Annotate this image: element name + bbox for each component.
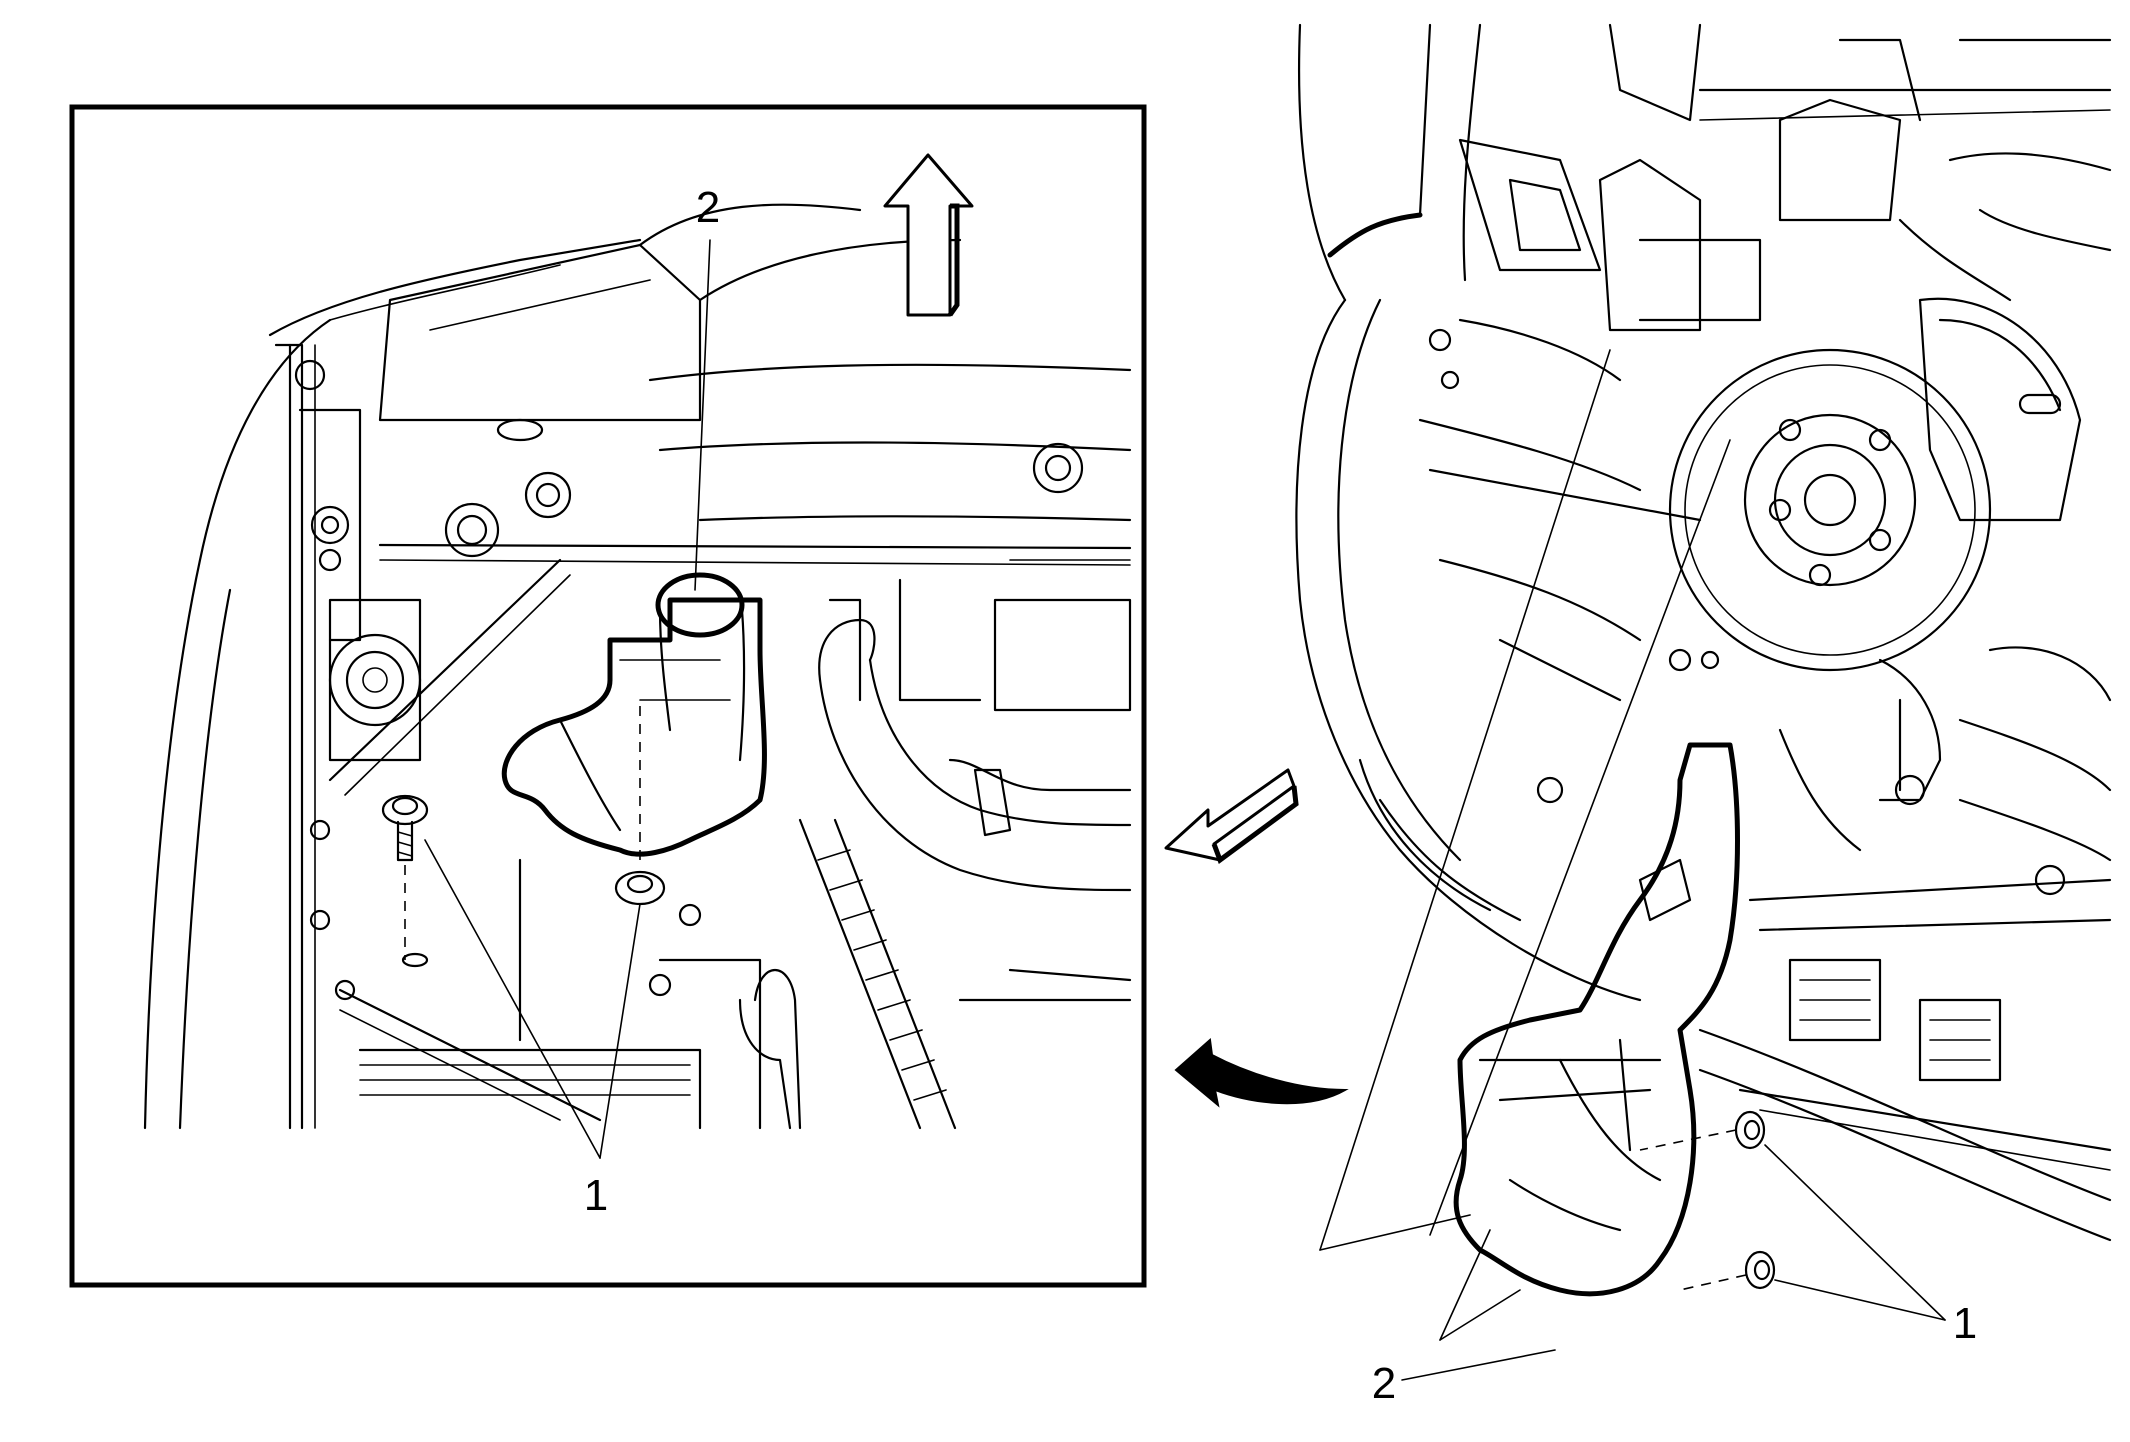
overview-brake-rotor: [1668, 297, 2112, 702]
overview-suspension: [1778, 658, 2112, 896]
detail-body-structure: [143, 203, 962, 1130]
detail-washer-reservoir: [501, 572, 767, 857]
overview-leader-lines: [1319, 349, 1946, 1381]
detail-view-frame: [69, 104, 1147, 1288]
overview-fender: [1295, 23, 1642, 1002]
view-direction-arrow-icon: [1164, 768, 1299, 864]
detail-side-rail: [309, 558, 602, 1122]
detail-lower-structure: [358, 858, 762, 1130]
overview-bolt-lower: [1679, 1250, 1776, 1291]
detail-view-panel: 2 1: [69, 104, 1147, 1288]
overview-panel: 1 2: [1295, 23, 2112, 1408]
detail-callout-1: 1: [584, 1171, 608, 1220]
detail-bolt-right: [614, 700, 702, 927]
overview-engine-bay: [1418, 23, 2112, 804]
detail-radiator-support: [294, 359, 1132, 572]
overview-callout-1: 1: [1953, 1299, 1977, 1348]
detail-callout-2: 2: [696, 183, 720, 232]
detail-radiator: [738, 818, 1132, 1130]
overview-bolt-upper: [1639, 1110, 1766, 1151]
overview-front-bumper: [1698, 878, 2112, 1242]
curved-rotation-arrow-icon: [1174, 1038, 1349, 1108]
up-arrow-icon: [883, 153, 974, 317]
overview-washer-reservoir: [1453, 742, 1740, 1297]
detail-radiator-hose: [818, 559, 1132, 892]
overview-callout-2: 2: [1372, 1359, 1396, 1408]
detail-leader-lines: [424, 239, 711, 1159]
detail-bolt-left: [381, 794, 429, 968]
